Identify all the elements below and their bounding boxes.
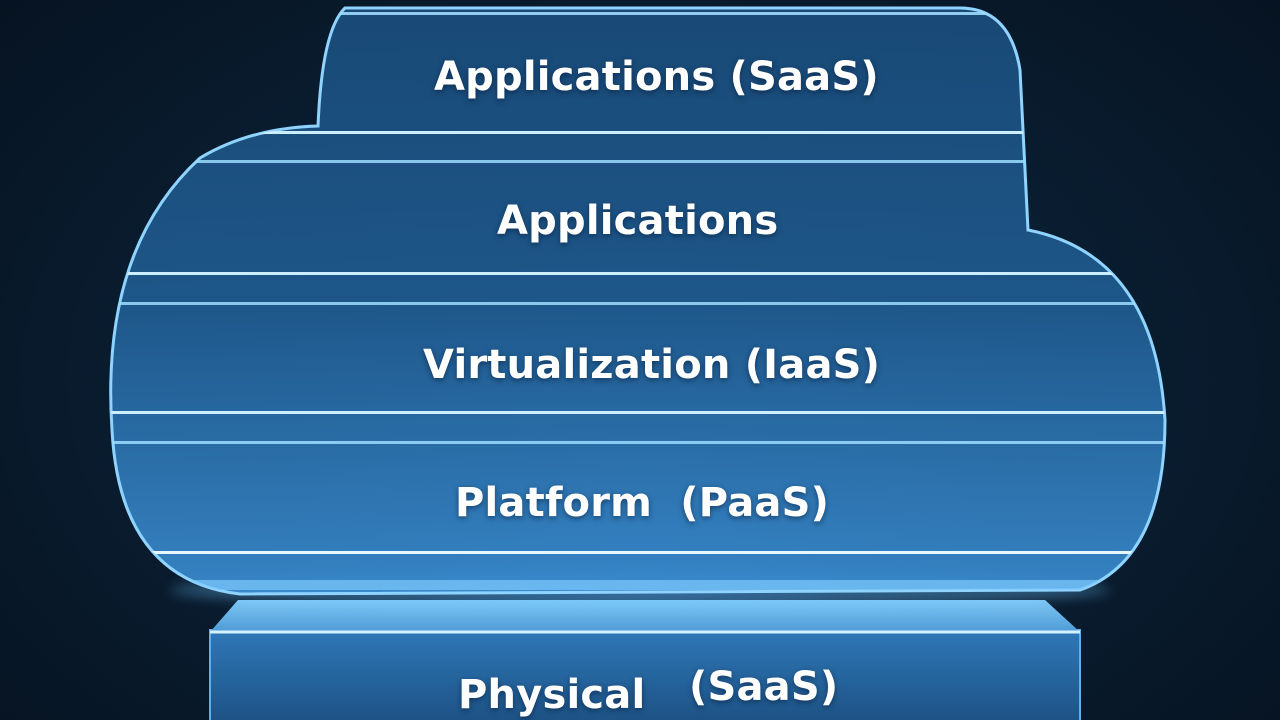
base-platform bbox=[209, 600, 1081, 720]
layer-label-platform-paas: Platform (PaaS) bbox=[455, 480, 830, 526]
layer-label-applications: Applications bbox=[497, 198, 779, 244]
base-label-saas: (SaaS) bbox=[689, 664, 839, 710]
layer-label-applications-saas: Applications (SaaS) bbox=[434, 54, 879, 100]
layer-label-virtualization-iaas: Virtualization (IaaS) bbox=[423, 342, 881, 388]
band-separators bbox=[110, 12, 1166, 590]
base-label-physical: Physical bbox=[458, 672, 646, 718]
cloud-shape bbox=[109, 6, 1167, 596]
